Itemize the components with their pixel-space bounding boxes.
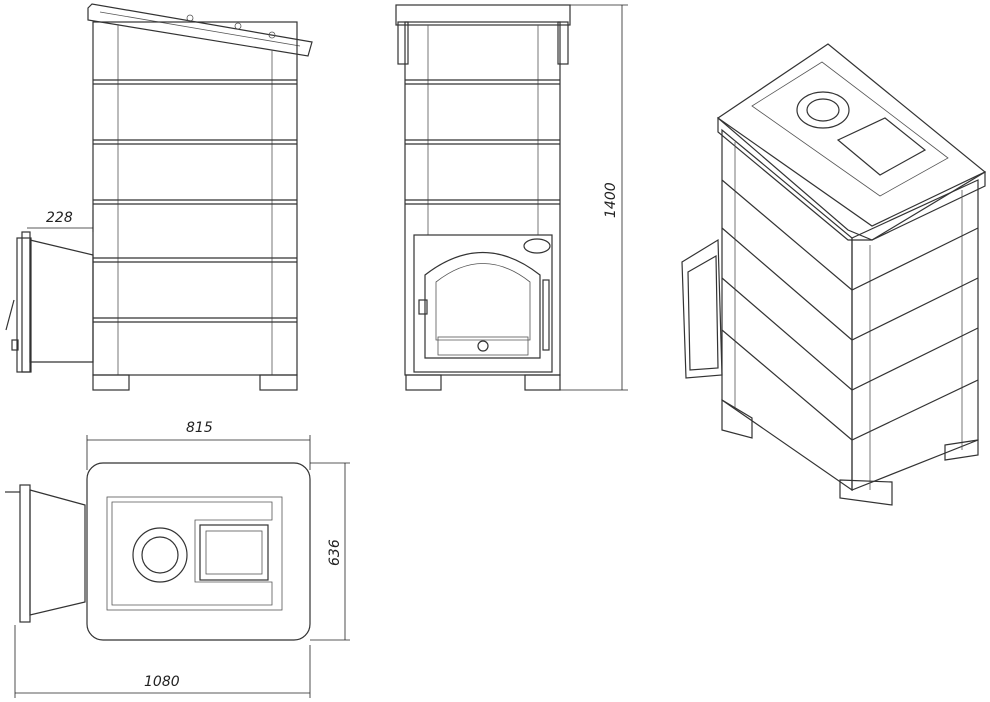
side-view xyxy=(5,3,313,391)
isometric-view xyxy=(681,43,987,506)
firebox-door xyxy=(413,234,553,373)
dimension-636: 636 xyxy=(310,462,350,641)
dimension-228: 228 xyxy=(27,210,94,232)
dimension-1400: 1400 xyxy=(560,4,628,391)
top-view xyxy=(5,462,311,641)
dimension-815: 815 xyxy=(86,420,311,470)
svg-text:815: 815 xyxy=(186,420,213,436)
svg-text:1400: 1400 xyxy=(603,182,619,218)
svg-text:1080: 1080 xyxy=(144,674,180,690)
dimension-1080: 1080 xyxy=(14,625,311,698)
brand-logo xyxy=(523,238,551,254)
svg-text:636: 636 xyxy=(327,539,343,566)
svg-text:228: 228 xyxy=(46,210,73,226)
front-view xyxy=(395,4,571,391)
